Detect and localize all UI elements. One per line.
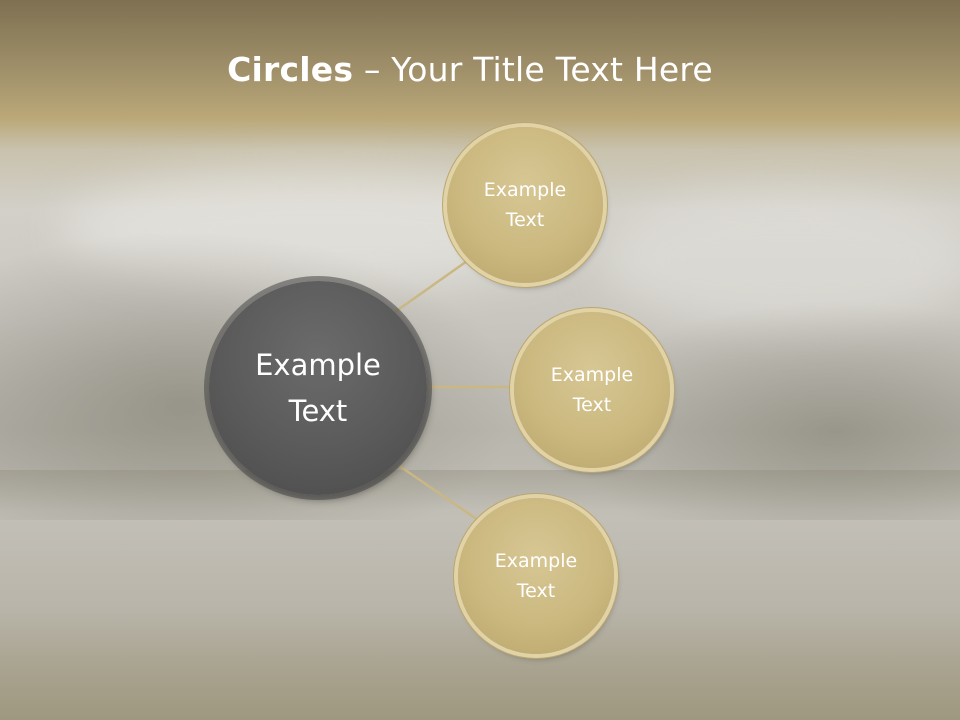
satellite-circle-label: Example Text xyxy=(550,364,634,416)
center-circle[interactable]: Example Text xyxy=(209,281,427,495)
satellite-circle-top[interactable]: Example Text xyxy=(447,127,603,283)
lake-shore xyxy=(0,470,960,510)
connector-top xyxy=(394,252,478,314)
title-bold-word: Circles xyxy=(227,50,354,89)
title-rest: – Your Title Text Here xyxy=(353,50,713,89)
satellite-circle-label: Example Text xyxy=(494,550,578,602)
satellite-circle-label: Example Text xyxy=(483,179,567,231)
satellite-circle-bottom[interactable]: Example Text xyxy=(458,498,614,654)
satellite-circle-middle[interactable]: Example Text xyxy=(514,312,670,468)
connector-bottom xyxy=(397,463,479,522)
center-circle-label: Example Text xyxy=(255,348,381,428)
slide-title[interactable]: Circles – Your Title Text Here xyxy=(0,50,940,89)
